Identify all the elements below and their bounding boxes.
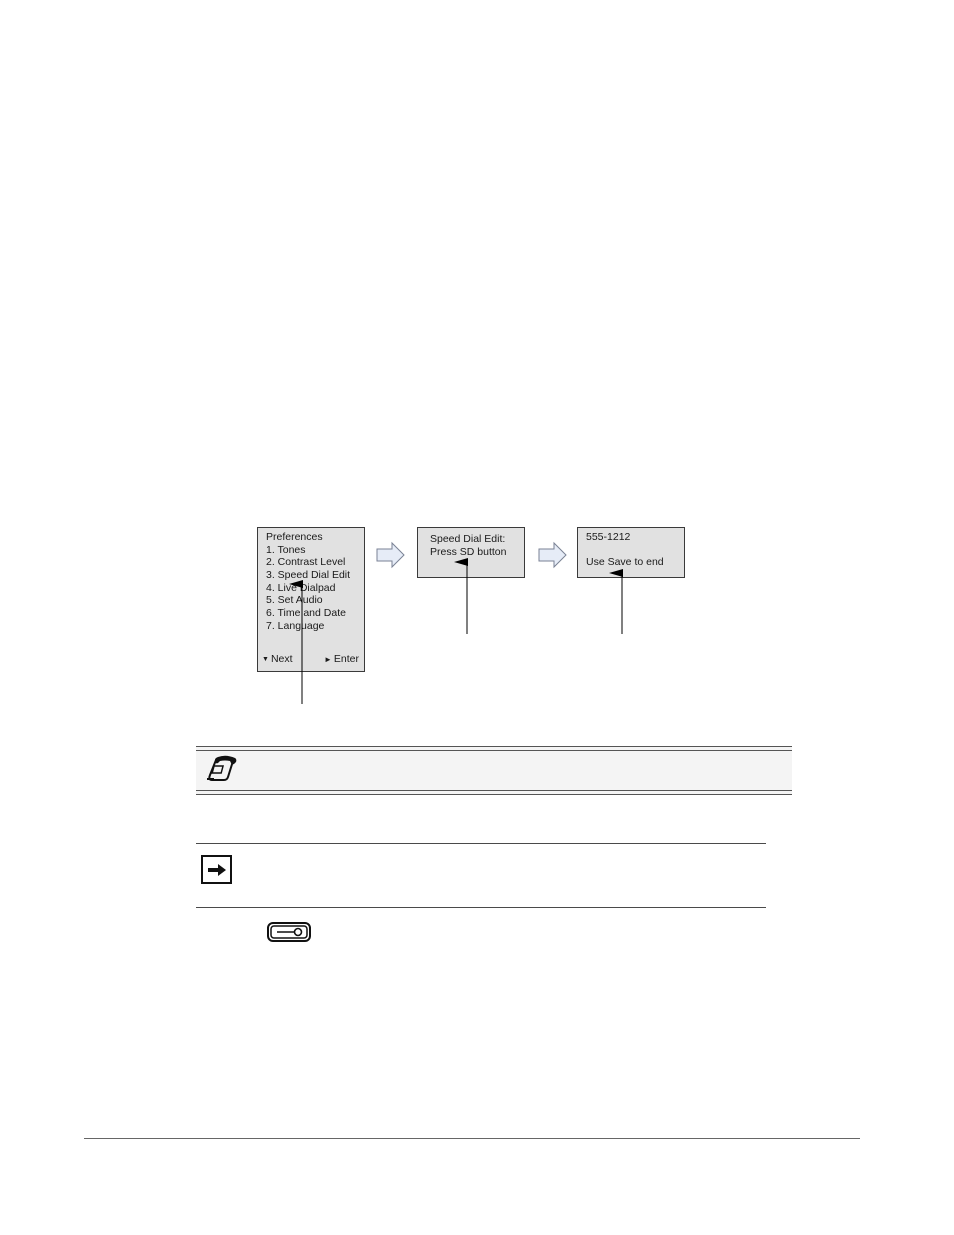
- note-box: [201, 855, 232, 884]
- softkey-enter-label: Enter: [333, 653, 359, 665]
- phone-icon: [207, 755, 237, 781]
- right-block-arrow-icon: [376, 541, 405, 569]
- lcd-softkeys: ▼Next ►Enter: [262, 653, 359, 667]
- lcd-menu-item: 7. Language: [266, 619, 325, 632]
- tip-bar: [196, 746, 792, 795]
- triangle-right-icon: ►: [323, 655, 332, 664]
- right-block-arrow-icon: [538, 541, 567, 569]
- lcd-line: 555-1212: [586, 531, 631, 543]
- right-arrow-icon: [208, 864, 226, 876]
- softkey-next: ▼Next: [262, 653, 293, 667]
- lcd-menu-item: 6. Time and Date: [266, 607, 346, 620]
- lcd-screen-preferences: Preferences 1. Tones 2. Contrast Level 3…: [257, 527, 365, 672]
- lcd-line: Speed Dial Edit:: [430, 533, 506, 545]
- lcd-screen-number-entry: 555-1212 Use Save to end: [577, 527, 685, 578]
- lcd-menu-title: Preferences: [266, 531, 323, 543]
- footer-rule: [84, 1138, 860, 1139]
- lcd-line: Press SD button: [430, 545, 507, 558]
- softkey-enter: ►Enter: [324, 653, 359, 667]
- triangle-down-icon: ▼: [262, 656, 269, 663]
- softkey-next-label: Next: [270, 653, 293, 665]
- lcd-line: Use Save to end: [586, 556, 664, 569]
- note-bottom-rule: [196, 907, 766, 908]
- options-key-icon: [267, 922, 311, 942]
- lcd-menu-item: 2. Contrast Level: [266, 556, 346, 569]
- lcd-menu-item: 1. Tones: [266, 543, 306, 556]
- lcd-screen-speed-dial-edit: Speed Dial Edit: Press SD button: [417, 527, 525, 578]
- lcd-menu-item: 3. Speed Dial Edit: [266, 569, 351, 582]
- note-top-rule: [196, 843, 766, 844]
